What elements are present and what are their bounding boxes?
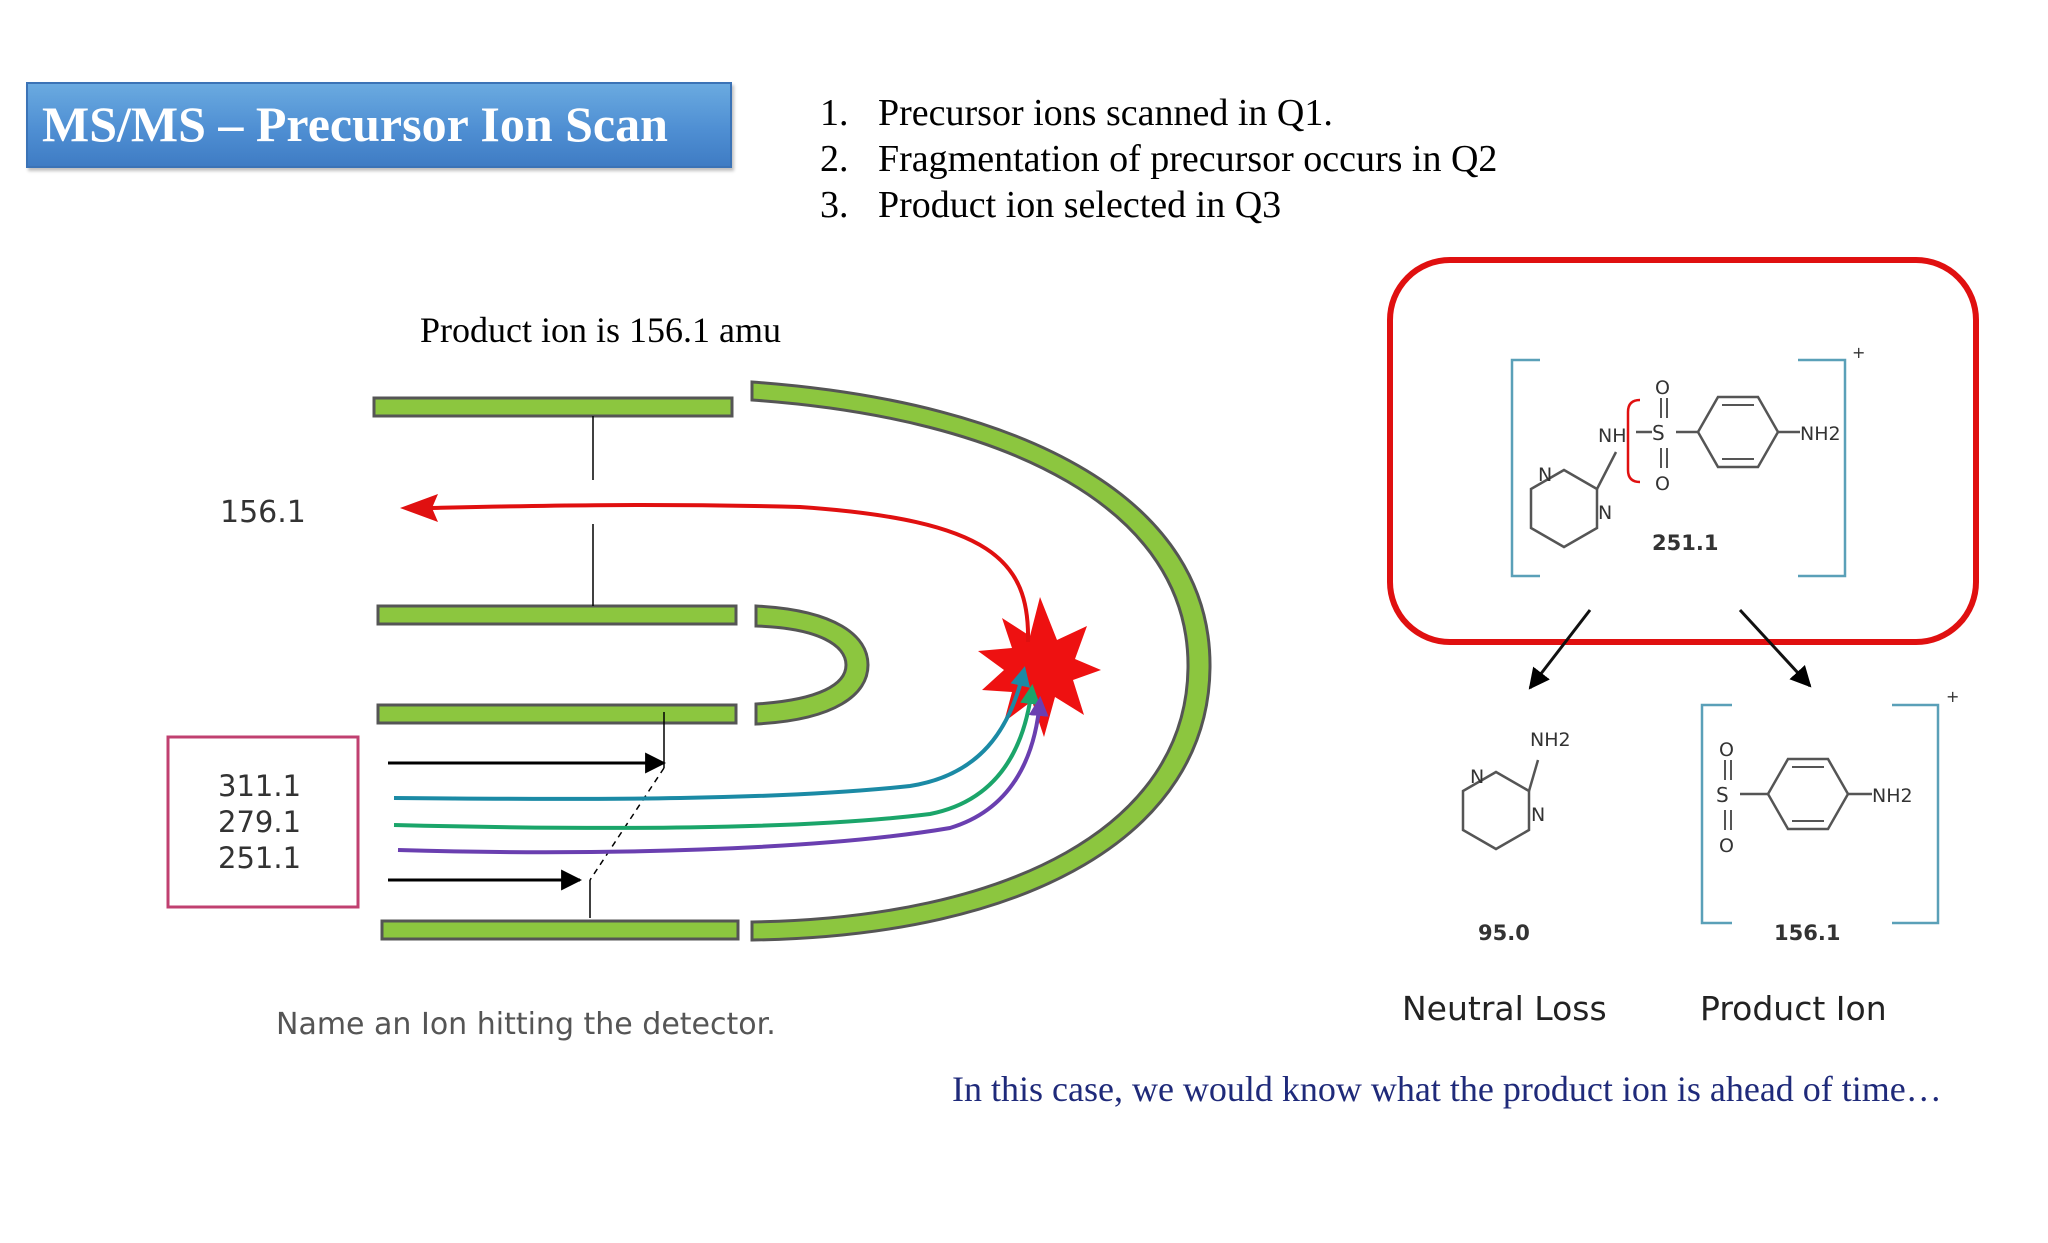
atom-label: O — [1719, 835, 1734, 857]
bond — [1527, 759, 1540, 792]
precursor-mass: 279.1 — [218, 805, 301, 839]
precursor-mass: 251.1 — [218, 841, 301, 875]
fragment-arrow-right — [1738, 608, 1812, 688]
bracket-left — [1510, 358, 1540, 578]
precursor-charge: + — [1852, 343, 1865, 362]
output-ion-label: 156.1 — [220, 495, 306, 530]
bracket-right — [1892, 703, 1940, 925]
bond — [1595, 451, 1618, 490]
step-number: 3. — [820, 184, 849, 226]
step-text: Fragmentation of precursor occurs in Q2 — [878, 138, 1498, 180]
precursor-box — [166, 735, 360, 909]
atom-label: N — [1470, 766, 1484, 788]
atom-label: N — [1538, 464, 1552, 486]
rod-bottom — [380, 919, 740, 941]
dashed-connector — [589, 767, 665, 881]
bracket-left — [1700, 703, 1732, 925]
rod-mid-upper — [376, 604, 738, 626]
collision-cell-inner — [754, 604, 870, 726]
benzene-ring — [1766, 757, 1850, 831]
ion-path-green — [393, 684, 1041, 830]
step-text: Precursor ions scanned in Q1. — [878, 92, 1333, 134]
atom-label: NH2 — [1800, 423, 1841, 445]
precursor-mass-label: 251.1 — [1652, 531, 1718, 555]
atom-label: S — [1652, 421, 1665, 445]
benzene-ring — [1696, 395, 1780, 469]
step-item: 2. Fragmentation of precursor occurs in Q… — [820, 136, 1497, 182]
atom-label: O — [1655, 473, 1670, 495]
instrument-diagram: Product ion is 156.1 amu 156.1 311.1 279 — [166, 310, 1212, 1042]
product-mass-label: 156.1 — [1774, 921, 1840, 945]
footnote: In this case, we would know what the pro… — [952, 1069, 1942, 1109]
atom-label: O — [1655, 377, 1670, 399]
step-list: 1. Precursor ions scanned in Q1. 2. Fragme… — [820, 90, 1497, 228]
molecule-panel: + N N NH S O O NH2 251.1 NH2 N N — [1387, 257, 1979, 1028]
slide-title: MS/MS – Precursor Ion Scan — [42, 96, 668, 152]
neutral-loss-label: Neutral Loss — [1402, 989, 1607, 1028]
ion-path-teal — [393, 666, 1031, 801]
atom-label: NH — [1598, 425, 1627, 447]
product-ion-label: Product Ion — [1700, 989, 1887, 1028]
neutral-mass-label: 95.0 — [1478, 921, 1530, 945]
step-item: 1. Precursor ions scanned in Q1. — [820, 90, 1497, 136]
atom-label: N — [1531, 804, 1545, 826]
atom-label: N — [1598, 502, 1612, 524]
atom-label: O — [1719, 739, 1734, 761]
atom-label: S — [1716, 783, 1729, 807]
collision-cell-outer — [750, 380, 1212, 942]
cleavage-mark — [1626, 398, 1641, 484]
atom-label: NH2 — [1530, 729, 1571, 751]
product-charge: + — [1946, 687, 1959, 706]
step-item: 3. Product ion selected in Q3 — [820, 182, 1497, 228]
step-text: Product ion selected in Q3 — [878, 184, 1282, 226]
output-arrowhead — [400, 494, 438, 522]
precursor-mass: 311.1 — [218, 769, 301, 803]
ion-path-purple — [397, 696, 1049, 855]
ion-path-output — [431, 503, 1031, 643]
rod-top — [372, 396, 734, 418]
rod-mid-lower — [376, 703, 738, 725]
instrument-header: Product ion is 156.1 amu — [420, 310, 781, 350]
fragmentation-burst — [978, 597, 1101, 737]
atom-label: NH2 — [1872, 785, 1913, 807]
fragment-arrow-left — [1528, 609, 1592, 690]
precursor-highlight-frame — [1387, 257, 1979, 645]
bracket-right — [1798, 358, 1847, 578]
step-number: 2. — [820, 138, 849, 180]
detector-question: Name an Ion hitting the detector. — [276, 1007, 776, 1042]
slide-title-box: MS/MS – Precursor Ion Scan — [26, 82, 732, 168]
step-number: 1. — [820, 92, 849, 134]
